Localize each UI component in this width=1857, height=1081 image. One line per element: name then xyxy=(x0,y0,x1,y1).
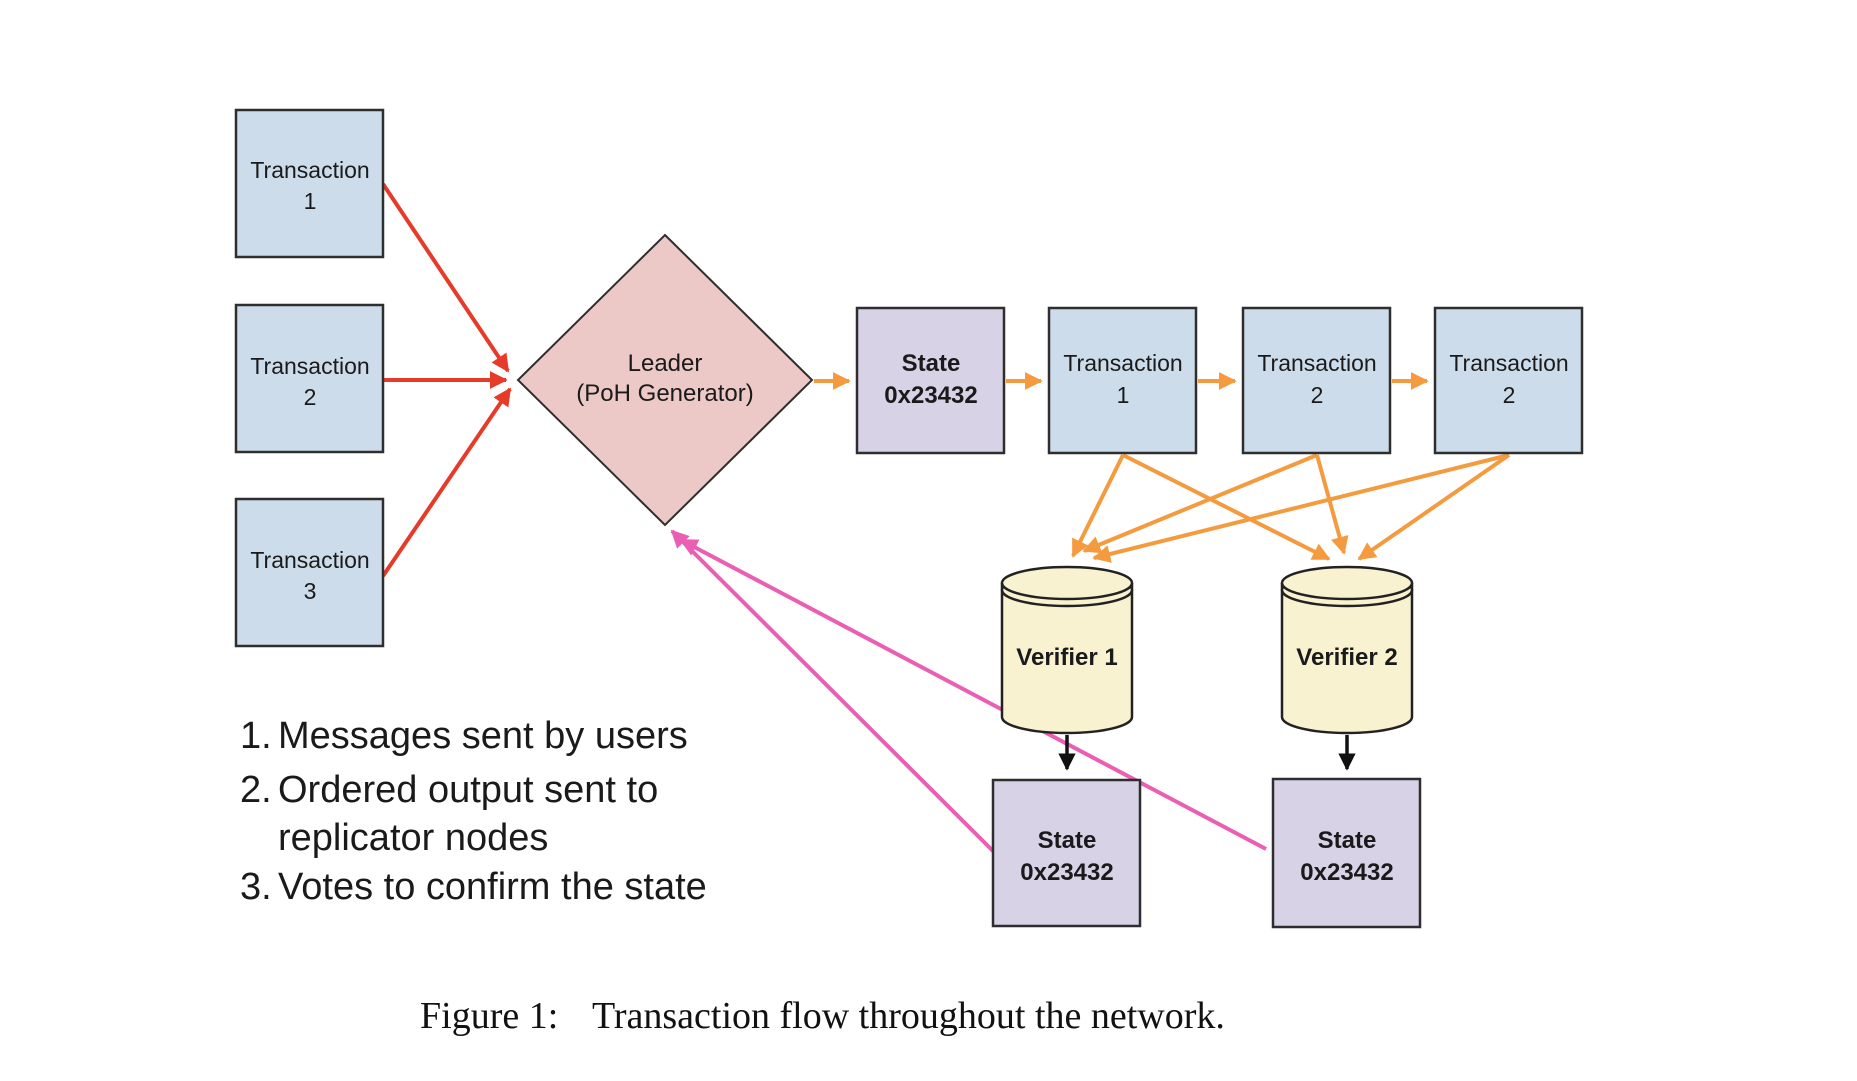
legend-item-3-number: 3. xyxy=(240,866,272,908)
figure-caption: Figure 1: Transaction flow throughout th… xyxy=(420,995,1225,1037)
verifier-2-cylinder-top xyxy=(1280,565,1414,601)
replication-arrow-tx2b-verifier1 xyxy=(1092,453,1510,563)
vote-arrow-state1-leader xyxy=(670,529,995,853)
output-transaction-1-label-line2: 1 xyxy=(1117,382,1130,408)
verifier-1-cylinder-top xyxy=(1000,565,1134,601)
replication-arrow-tx2-verifier1 xyxy=(1082,453,1318,554)
legend-item-3-text: Votes to confirm the state xyxy=(278,866,707,908)
transaction-3-label-line1: Transaction xyxy=(250,547,369,573)
legend-item-2-text-line2: replicator nodes xyxy=(278,817,548,859)
leader-label-line2: (PoH Generator) xyxy=(576,380,753,407)
transaction-3-box xyxy=(234,497,385,648)
transaction-1-label-line2: 1 xyxy=(304,188,317,214)
output-transaction-2-label-line2: 2 xyxy=(1311,382,1324,408)
output-state-label-line1: State xyxy=(902,350,961,377)
verifier-2-state-node: State 0x23432 xyxy=(1271,777,1422,929)
vote-arrow-state2-leader xyxy=(679,538,1267,851)
transaction-2-label-line1: Transaction xyxy=(250,353,369,379)
user-message-arrow-1 xyxy=(381,182,510,373)
transaction-2-box xyxy=(234,303,385,454)
output-transaction-2b-box xyxy=(1433,306,1584,455)
output-transaction-2b-node: Transaction 2 xyxy=(1433,306,1584,455)
verifier-1-label: Verifier 1 xyxy=(1016,644,1117,671)
output-transaction-1-node: Transaction 1 xyxy=(1047,306,1198,455)
verifier-2-state-label-line1: State xyxy=(1318,827,1377,854)
leader-label-line1: Leader xyxy=(628,350,703,377)
figure-caption-label: Figure 1: xyxy=(420,995,558,1037)
leader-node: Leader (PoH Generator) xyxy=(516,233,814,527)
transaction-3-label-line2: 3 xyxy=(304,578,317,604)
output-transaction-2b-label-line1: Transaction xyxy=(1449,350,1568,376)
output-transaction-1-box xyxy=(1047,306,1198,455)
output-transaction-2-node: Transaction 2 xyxy=(1241,306,1392,455)
user-transaction-1-node: Transaction 1 xyxy=(234,108,385,259)
transaction-1-box xyxy=(234,108,385,259)
legend-item-2-number: 2. xyxy=(240,769,272,811)
verifier-1-state-label-line2: 0x23432 xyxy=(1020,859,1113,886)
verifier-2-label: Verifier 2 xyxy=(1296,644,1397,671)
figure-caption-text: Transaction flow throughout the network. xyxy=(592,995,1225,1037)
user-message-arrow-3 xyxy=(381,387,512,578)
legend: 1. Messages sent by users 2. Ordered out… xyxy=(240,715,707,908)
transaction-2-label-line2: 2 xyxy=(304,384,317,410)
verifier-2-state-label-line2: 0x23432 xyxy=(1300,859,1393,886)
user-transaction-3-node: Transaction 3 xyxy=(234,497,385,648)
verifier-1-state-box xyxy=(991,778,1142,928)
output-transaction-2-box xyxy=(1241,306,1392,455)
replication-arrow-tx2-verifier2 xyxy=(1315,454,1349,555)
verifier-1-state-node: State 0x23432 xyxy=(991,778,1142,928)
replication-arrow-tx1-verifier1 xyxy=(1071,454,1125,558)
leader-diamond xyxy=(516,233,814,527)
replication-arrow-tx1-verifier2 xyxy=(1122,453,1331,561)
verifier-1-state-label-line1: State xyxy=(1038,827,1097,854)
legend-item-1-text: Messages sent by users xyxy=(278,715,688,757)
verifier-2-cylinder xyxy=(1280,583,1414,735)
verifier-1-node: Verifier 1 xyxy=(1000,565,1134,735)
output-transaction-2b-label-line2: 2 xyxy=(1503,382,1516,408)
user-transaction-2-node: Transaction 2 xyxy=(234,303,385,454)
verifier-2-node: Verifier 2 xyxy=(1280,565,1414,735)
output-state-box xyxy=(855,306,1006,455)
output-transaction-1-label-line1: Transaction xyxy=(1063,350,1182,376)
legend-item-2-text-line1: Ordered output sent to xyxy=(278,769,658,811)
legend-item-1-number: 1. xyxy=(240,715,272,757)
replication-arrow-tx2b-verifier2 xyxy=(1357,453,1511,561)
output-state-node: State 0x23432 xyxy=(855,306,1006,455)
verifier-2-state-box xyxy=(1271,777,1422,929)
output-transaction-2-label-line1: Transaction xyxy=(1257,350,1376,376)
verifier-1-cylinder xyxy=(1000,583,1134,735)
transaction-1-label-line1: Transaction xyxy=(250,157,369,183)
output-state-label-line2: 0x23432 xyxy=(884,382,977,409)
